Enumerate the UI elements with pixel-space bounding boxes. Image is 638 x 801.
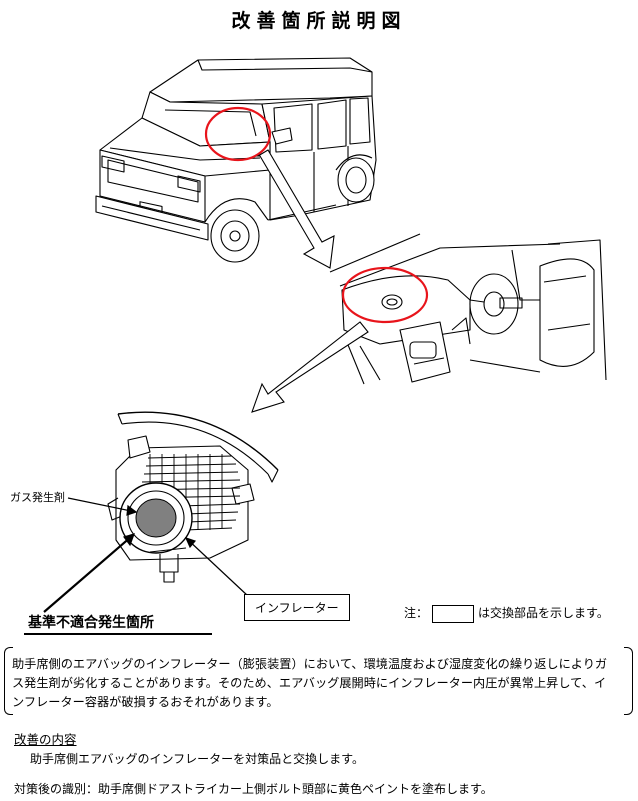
legend-note-suffix: は交換部品を示します。 [478,606,609,620]
airbag-module-illustration [107,411,279,583]
non-conformity-underline [24,633,212,635]
interior-illustration [329,233,607,385]
gas-generator-label: ガス発生剤 [10,491,65,504]
non-conformity-label: 基準不適合発生箇所 [28,615,154,631]
gas-generator-fill [135,498,177,538]
illustration [43,57,607,613]
callout-lines [43,497,249,613]
highlight-circle-vehicle [204,106,272,162]
inflator-label: インフレーター [244,594,350,621]
description-bracket-left [4,647,13,715]
description-bracket-right [624,647,633,715]
improvement-body: 助手席側エアバッグのインフレーターを対策品と交換します。 [30,752,364,766]
arrow-2 [251,321,369,413]
problem-description: 助手席側のエアバッグのインフレーター（膨張装置）において、環境温度および湿度変化… [12,657,608,709]
legend-swatch-box [432,604,475,623]
legend-note-prefix: 注： [404,606,429,620]
page-title: 改善箇所説明図 [231,10,407,32]
highlight-circle-dashboard [341,266,429,324]
improvement-heading: 改善の内容 [14,732,77,747]
legend-note: 注： は交換部品を示します。 [404,604,609,623]
arrow-1 [256,149,335,269]
identification-text: 対策後の識別：助手席側ドアストライカー上側ボルト頭部に黄色ペイントを塗布します。 [14,782,493,796]
